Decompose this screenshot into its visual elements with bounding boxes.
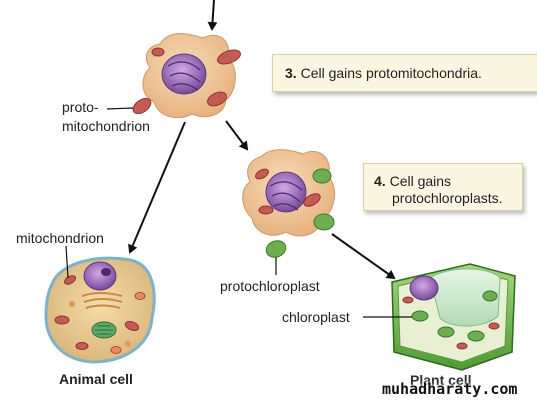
arrow-to-plant-cell [331, 233, 396, 280]
animal-cell-caption: Animal cell [59, 371, 133, 387]
step-4-number: 4. [374, 173, 386, 189]
protochloroplast [265, 240, 287, 258]
watermark: muhadharaty.com [382, 380, 518, 398]
protomitochondrion-label-line2: mitochondrion [62, 118, 150, 134]
plant-cell-caption: Plant cell [410, 372, 472, 388]
plant-cell-illustration [391, 263, 516, 371]
step-4-box: 4. Cell gains protochloroplasts. [363, 163, 523, 211]
mitochondrion-leader [65, 245, 69, 279]
cell-with-protomitochondria [142, 33, 241, 118]
arrow-to-cell-4 [225, 120, 249, 151]
step-4-text-line2: protochloroplasts. [392, 190, 503, 206]
step-3-text: Cell gains protomitochondria. [300, 64, 482, 81]
chloroplast-label: chloroplast [282, 309, 350, 325]
step-3-box: 3. Cell gains protomitochondria. [272, 54, 537, 92]
protomitochondrion-leader [106, 107, 134, 110]
protomitochondrion [132, 97, 152, 115]
protochloroplast-label: protochloroplast [220, 278, 320, 294]
arrow-to-animal-cell [128, 121, 186, 254]
step-4-text-line1: Cell gains [389, 173, 452, 189]
animal-cell-illustration [44, 256, 156, 364]
incoming-arrow [207, 0, 218, 31]
cell-with-protochloroplasts [242, 149, 336, 237]
step-3-number: 3. [285, 64, 297, 81]
protomitochondrion-label-line1: proto- [62, 99, 99, 115]
mitochondrion-label: mitochondrion [16, 230, 104, 246]
